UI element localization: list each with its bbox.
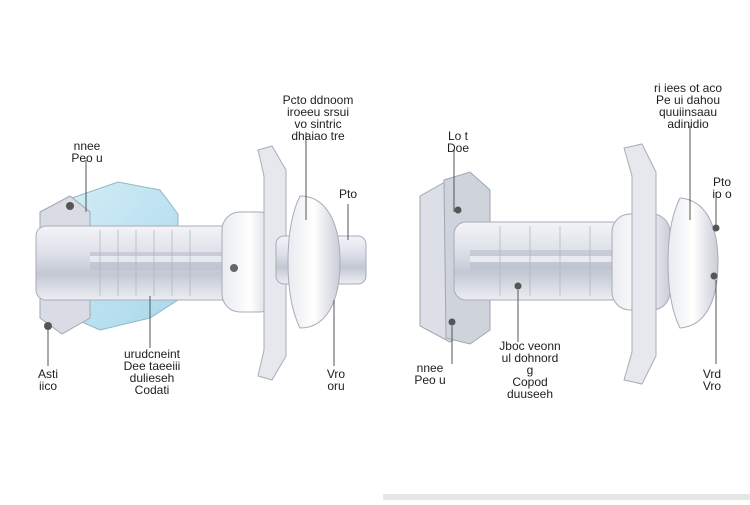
label-line: nnee <box>416 361 444 375</box>
label-bottom-left: Asti iico <box>26 368 70 392</box>
label-top-center: Pcto ddnoom iroeeu srsui vo sintric dhai… <box>268 94 368 142</box>
label-line: Vro <box>702 379 722 393</box>
label-line: Pto <box>712 175 731 189</box>
label-line: iroeeu srsui <box>286 105 350 119</box>
label-line: Peo u <box>414 373 446 387</box>
label-far-right: Vrd Vro <box>690 368 734 392</box>
label-bottom-mid: urudcneint Dee taeeiii dulieseh Codati <box>104 348 200 396</box>
bottom-strip <box>383 494 750 500</box>
label-bottom-center: Vro oru <box>316 368 356 392</box>
label-line: dhaiao tre <box>291 129 345 143</box>
label-line: iico <box>38 379 57 393</box>
left-end-cap <box>287 195 341 329</box>
label-line: Pe ui dahou <box>655 93 721 107</box>
label-line: oru <box>327 379 345 393</box>
right-assembly <box>419 143 720 385</box>
left-clamp <box>257 145 287 381</box>
label-line: Asti <box>37 367 58 381</box>
label-line: nnee <box>73 139 101 153</box>
label-line: Copod <box>512 375 548 389</box>
label-right-small: Lo t Doe <box>436 130 480 154</box>
label-line: Pcto ddnoom <box>282 93 354 107</box>
leader-lines <box>47 126 717 366</box>
label-line: ri iees ot aco <box>653 81 723 95</box>
label-line: quuiinsaau <box>658 105 718 119</box>
label-line: Codati <box>134 383 170 397</box>
label-line: Jboc veonn <box>499 339 561 353</box>
right-end-cap <box>667 197 719 329</box>
label-top-right: ri iees ot aco Pe ui dahou quuiinsaau ad… <box>632 82 744 130</box>
label-line: vo sintric <box>294 117 342 131</box>
label-left-top: nnee Peo u <box>62 140 112 164</box>
label-line: Pto <box>338 187 357 201</box>
label-line: Doe <box>446 141 469 155</box>
label-line: duuseeh <box>506 387 554 401</box>
label-line: ul dohnord <box>501 351 559 365</box>
label-line: Vrd <box>702 367 722 381</box>
label-line: Dee taeeiii <box>123 359 181 373</box>
label-line: Lo t <box>447 129 468 143</box>
label-line: dulieseh <box>129 371 175 385</box>
left-assembly <box>35 145 367 381</box>
label-bottom-right-left: nnee Peo u <box>406 362 454 386</box>
label-line: Vro <box>326 367 346 381</box>
label-right-side: Pto io o <box>700 176 744 200</box>
label-bottom-right: Jboc veonn ul dohnord g Copod duuseeh <box>488 340 572 400</box>
label-line: Peo u <box>71 151 103 165</box>
label-left-mid: Pto <box>328 188 368 200</box>
label-line: adinidio <box>667 117 709 131</box>
label-line: g <box>526 363 534 377</box>
label-line: urudcneint <box>123 347 181 361</box>
right-clamp <box>623 143 657 385</box>
label-line: io o <box>712 187 732 201</box>
